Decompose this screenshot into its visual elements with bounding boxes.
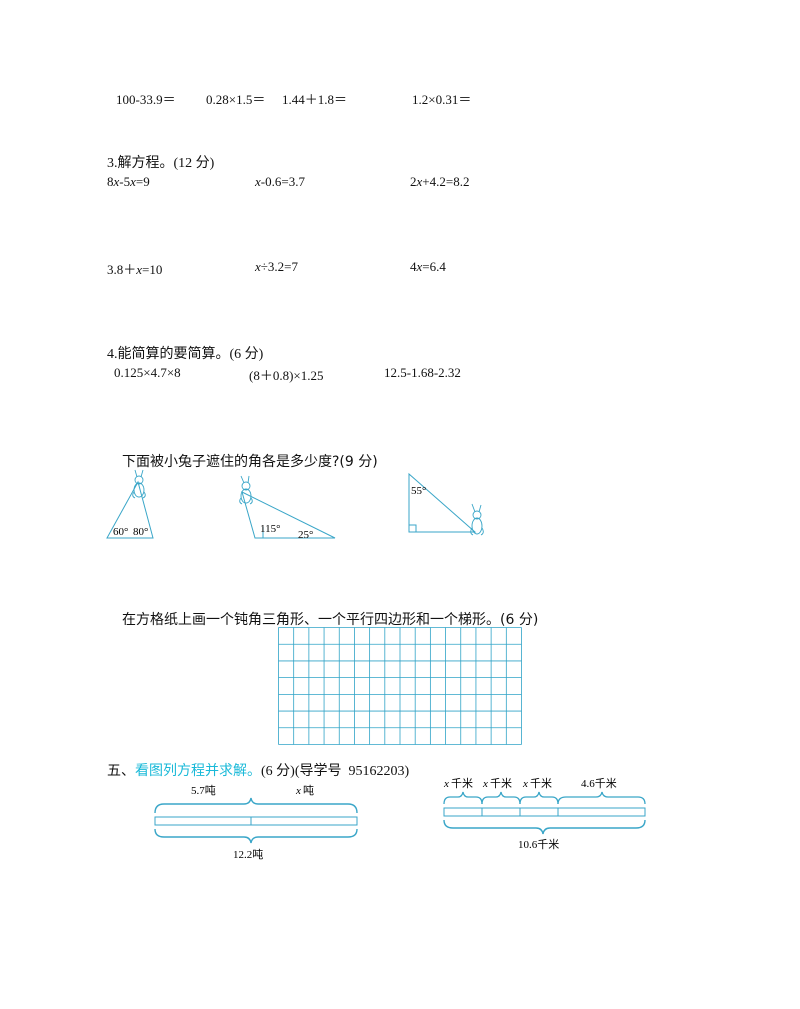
equation: 4x=6.4	[410, 259, 446, 274]
rabbit-icon	[132, 469, 146, 499]
segment-label: 5.7吨	[191, 784, 216, 797]
q5-title: 看图列方程并求解。	[135, 763, 261, 779]
equation: x÷3.2=7	[255, 259, 298, 274]
unit-label: 吨	[303, 784, 314, 797]
simplify-item: (8＋0.8)×1.25	[249, 368, 324, 383]
triangle-3	[408, 472, 477, 533]
calc-item: 1.2×0.31＝	[412, 92, 472, 107]
segment-label: 4.6千米	[581, 777, 617, 790]
triangle-1	[106, 480, 154, 539]
equation: 3.8＋x=10	[107, 262, 163, 277]
q3-heading: 3.解方程。(12 分)	[107, 152, 214, 172]
angle-label: 25°	[298, 529, 313, 541]
calc-item: 1.44＋1.8＝	[282, 92, 348, 107]
q3-title: 解方程。	[117, 155, 174, 171]
grid-heading: 在方格纸上画一个钝角三角形、一个平行四边形和一个梯形。(6 分)	[122, 612, 539, 628]
calc-item: 0.28×1.5＝	[206, 92, 266, 107]
variable-label: x	[482, 778, 488, 790]
equation: 8x-5x=9	[107, 174, 150, 189]
unit-label: 千米	[490, 777, 512, 790]
q5-heading: 五、看图列方程并求解。(6 分)(导学号 95162203)	[107, 760, 409, 780]
total-label: 12.2吨	[233, 848, 263, 861]
triangle-2	[241, 491, 336, 539]
angle-label: 80°	[133, 526, 148, 538]
q5-score: (6 分)(导学号	[261, 764, 342, 779]
q3-score: (12 分)	[173, 156, 215, 171]
angle-label: 60°	[113, 526, 128, 538]
right-angle-mark	[408, 524, 417, 533]
rabbit-icon	[470, 503, 484, 536]
angle-figures: 60° 80° 115° 25° 55°	[106, 469, 484, 541]
variable-label: x	[522, 778, 528, 790]
q4-title: 能简算的要简算。	[117, 346, 230, 362]
q4-heading: 4.能简算的要简算。(6 分)	[107, 343, 263, 363]
angle-label: 55°	[411, 485, 426, 497]
unit-label: 千米	[530, 777, 552, 790]
angles-heading: 下面被小兔子遮住的角各是多少度?(9 分)	[122, 454, 378, 470]
equation: 2x+4.2=8.2	[410, 174, 470, 189]
simplify-item: 12.5-1.68-2.32	[384, 365, 461, 380]
q4-number: 4.	[107, 347, 118, 362]
equation: x-0.6=3.7	[255, 174, 305, 189]
angle-label: 115°	[260, 523, 281, 535]
variable-label: x	[295, 785, 301, 797]
calc-item: 100-33.9＝	[116, 92, 176, 107]
unit-label: 千米	[451, 777, 473, 790]
graph-paper-grid[interactable]	[278, 627, 522, 745]
q4-score: (6 分)	[229, 347, 264, 362]
q5-code: 95162203)	[348, 764, 410, 779]
q3-number: 3.	[107, 156, 118, 171]
q5-number: 五、	[107, 763, 135, 779]
total-label: 10.6千米	[518, 838, 559, 851]
variable-label: x	[443, 778, 449, 790]
simplify-item: 0.125×4.7×8	[114, 365, 181, 380]
rabbit-icon	[239, 475, 253, 505]
